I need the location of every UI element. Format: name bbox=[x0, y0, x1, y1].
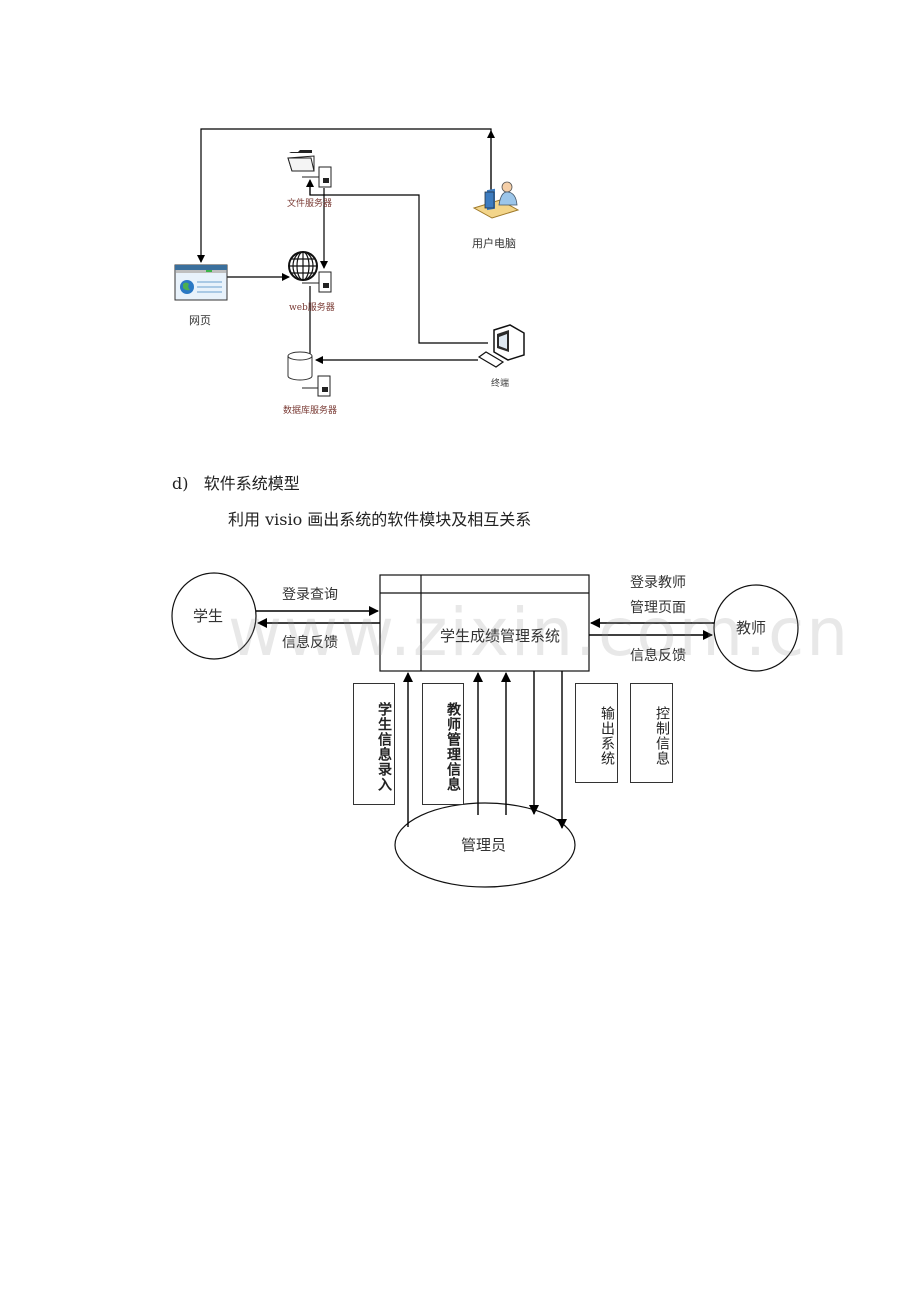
user-computer-icon bbox=[472, 181, 520, 219]
admin-flow-control-info: 控制信息 bbox=[630, 683, 673, 783]
user-pc-label: 用户电脑 bbox=[472, 237, 516, 250]
connector-terminal-fileserver bbox=[309, 182, 488, 344]
section-heading: d) 软件系统模型 bbox=[172, 470, 300, 494]
student-login-label: 登录查询 bbox=[282, 587, 338, 603]
network-diagram bbox=[174, 128, 525, 397]
teacher-label: 教师 bbox=[736, 619, 767, 637]
file-server-label: 文件服务器 bbox=[287, 199, 333, 209]
webpage-label: 网页 bbox=[189, 314, 211, 327]
section-marker: d) bbox=[172, 474, 189, 493]
student-feedback-label: 信息反馈 bbox=[282, 635, 338, 651]
db-server-label: 数据库服务器 bbox=[283, 406, 338, 416]
software-diagram bbox=[171, 572, 799, 888]
server-icon bbox=[302, 375, 331, 397]
webpage-icon bbox=[174, 264, 228, 301]
section-title: 软件系统模型 bbox=[203, 474, 300, 493]
folder-icon bbox=[287, 150, 315, 172]
system-box bbox=[379, 574, 590, 672]
teacher-ellipse bbox=[713, 584, 799, 672]
server-icon bbox=[302, 271, 332, 293]
teacher-login-label-2: 管理页面 bbox=[630, 600, 686, 616]
central-system-label: 学生成绩管理系统 bbox=[440, 627, 561, 645]
teacher-login-label-1: 登录教师 bbox=[630, 575, 686, 591]
server-icon bbox=[302, 166, 332, 188]
teacher-feedback-label: 信息反馈 bbox=[630, 648, 686, 664]
globe-icon bbox=[288, 251, 318, 281]
admin-flow-output-system: 输出系统 bbox=[575, 683, 618, 783]
database-icon bbox=[287, 351, 313, 381]
student-ellipse bbox=[171, 572, 257, 660]
admin-flow-teacher-info: 教师管理信息 bbox=[422, 683, 464, 805]
web-server-label: web服务器 bbox=[289, 303, 335, 313]
terminal-computer-icon bbox=[477, 324, 525, 368]
admin-label: 管理员 bbox=[461, 836, 507, 854]
admin-ellipse bbox=[394, 802, 576, 888]
section-description: 利用 visio 画出系统的软件模块及相互关系 bbox=[228, 510, 532, 529]
terminal-label: 终端 bbox=[491, 379, 510, 389]
connectors bbox=[197, 128, 495, 364]
student-label: 学生 bbox=[193, 607, 224, 625]
admin-flow-student-entry: 学生信息录入 bbox=[353, 683, 395, 805]
